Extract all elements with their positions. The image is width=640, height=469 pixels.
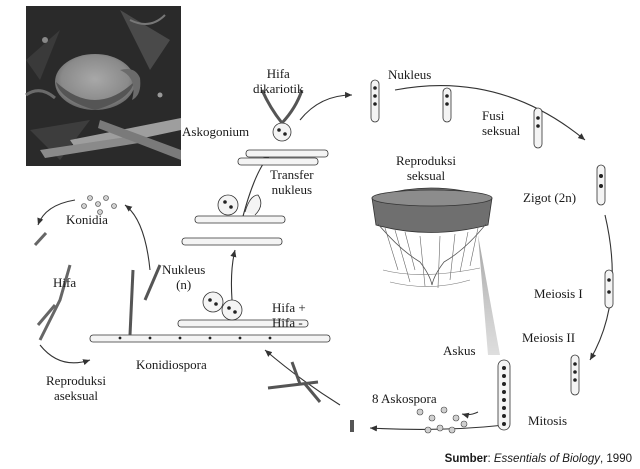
label-reproduksi-seksual: Reproduksi seksual [396, 153, 456, 183]
label-zigot: Zigot (2n) [523, 190, 577, 205]
label-hifa-plus-minus: Hifa + Hifa - [272, 300, 306, 330]
label-askus: Askus [443, 343, 476, 358]
apothecium-illustration [371, 187, 500, 355]
cup-fungus-photo [25, 6, 181, 166]
label-mitosis: Mitosis [528, 413, 568, 428]
label-reproduksi-seksual-line2: seksual [406, 168, 446, 183]
label-reproduksi-aseksual-line1: Reproduksi [46, 373, 106, 388]
label-transfer-nukleus: Transfer nukleus [270, 167, 314, 197]
label-hifa-plus: Hifa + [272, 300, 306, 315]
label-nukleus-top: Nukleus [388, 67, 432, 82]
label-fusi-seksual: Fusi seksual [482, 108, 520, 138]
source-title: Essentials of Biology [493, 453, 601, 465]
label-hifa-dikariotik-line1: Hifa [266, 66, 290, 81]
label-meiosis-2: Meiosis II [522, 330, 576, 345]
label-hifa-dikariotik-line2: dikariotik [253, 81, 304, 96]
label-hifa-left: Hifa [53, 275, 77, 290]
label-konidiospora: Konidiospora [136, 357, 207, 372]
label-askospora: 8 Askospora [372, 391, 437, 406]
label-fusi-seksual-line1: Fusi [482, 108, 505, 123]
label-transfer-nukleus-line2: nukleus [271, 182, 313, 197]
label-transfer-nukleus-line1: Transfer [270, 167, 314, 182]
label-fusi-seksual-line2: seksual [482, 123, 521, 138]
label-nukleus-n-line2: (n) [176, 277, 192, 292]
nuclei-dots [118, 86, 611, 426]
label-reproduksi-seksual-line1: Reproduksi [396, 153, 456, 168]
label-konidia: Konidia [66, 212, 108, 227]
label-nukleus-n: Nukleus (n) [162, 262, 205, 292]
spores [81, 195, 468, 434]
label-meiosis-1: Meiosis I [534, 286, 583, 301]
label-askogonium: Askogonium [182, 124, 250, 139]
source-label: Sumber [444, 453, 488, 465]
label-reproduksi-aseksual-line2: aseksual [53, 388, 98, 403]
source-credit: Sumber: Essentials of Biology, 1990 [445, 453, 632, 465]
source-separator: : [487, 453, 491, 465]
label-nukleus-n-line1: Nukleus [162, 262, 206, 277]
label-hifa-minus: Hifa - [272, 315, 303, 330]
label-reproduksi-aseksual: Reproduksi aseksual [46, 373, 106, 403]
source-year: , 1990 [600, 453, 632, 465]
label-hifa-dikariotik: Hifa dikariotik [253, 66, 304, 96]
